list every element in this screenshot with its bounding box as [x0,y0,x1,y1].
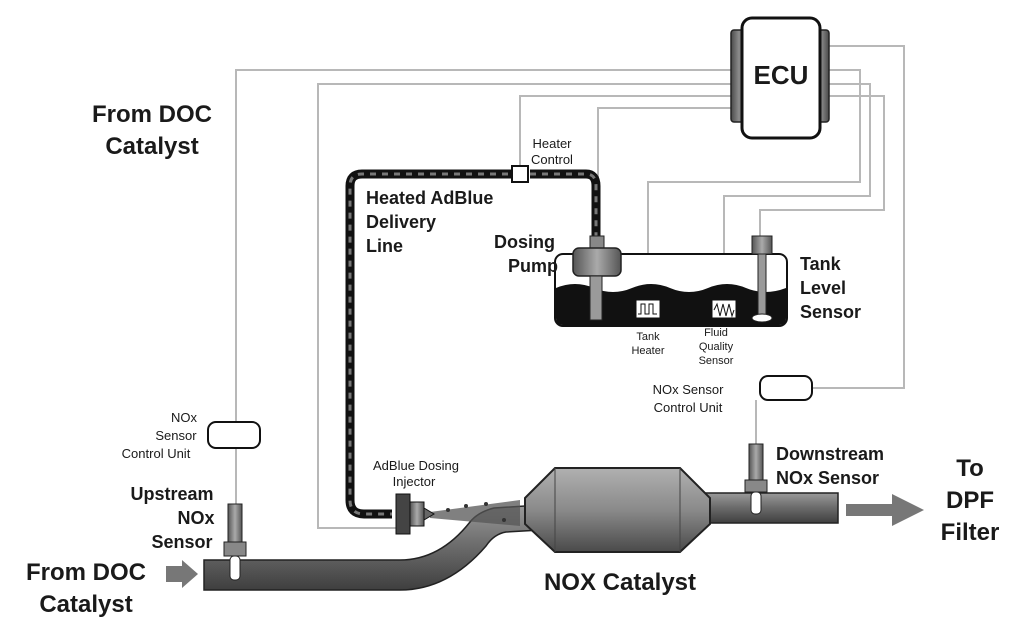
label-delivery-line-3: Line [366,236,403,256]
label-heater-control: Heater [532,136,572,151]
label-nox-ctrl-left-2: Sensor [155,428,197,443]
label-from-doc-top-2: Catalyst [105,133,198,160]
label-from-doc-bottom: From DOC [26,559,146,586]
label-injector-2: Injector [393,474,436,489]
label-from-doc-bottom-2: Catalyst [39,591,132,618]
label-fluid-quality: Fluid [704,327,728,339]
dosing-spray [430,500,520,526]
label-nox-catalyst: NOX Catalyst [544,569,696,596]
label-tank-level-2: Level [800,278,846,298]
label-tank-level-3: Sensor [800,302,861,322]
exhaust-pipe [203,492,839,591]
tank-heater-icon [635,299,661,319]
label-nox-ctrl-left-3: Control Unit [122,446,191,461]
label-upstream-3: Sensor [151,532,212,552]
flow-arrow-icon [166,560,198,588]
label-fluid-quality-3: Sensor [699,355,734,367]
tank-level-sensor-icon [751,235,773,323]
ecu-label: ECU [754,60,809,90]
nox-control-unit-right-icon [759,375,813,401]
fluid-quality-sensor-icon [711,299,737,319]
nox-sensor-icon [223,503,247,581]
heated-delivery-line [345,169,601,519]
label-delivery-line-2: Delivery [366,212,436,232]
nox-catalyst-icon [524,467,711,553]
label-to-dpf-2: DPF [946,487,994,514]
label-upstream: Upstream [130,484,213,504]
dosing-pump-icon [572,235,622,321]
label-downstream: Downstream [776,444,884,464]
label-nox-ctrl-right-2: Control Unit [654,400,723,415]
label-injector: AdBlue Dosing [373,458,459,473]
label-dosing-pump-2: Pump [508,256,558,276]
label-to-dpf: To [956,455,984,482]
label-to-dpf-3: Filter [941,519,1000,546]
label-nox-ctrl-left: NOx [171,410,198,425]
label-from-doc-top: From DOC [92,101,212,128]
label-delivery-line: Heated AdBlue [366,188,493,208]
ecu-icon [730,16,830,140]
downstream-nox-sensor-icon [744,443,768,515]
label-heater-control-2: Control [531,152,573,167]
heater-control-icon [511,165,529,183]
label-tank-heater: Tank [636,331,660,343]
nox-control-unit-icon [207,421,261,449]
label-dosing-pump: Dosing [494,232,555,252]
label-nox-ctrl-right: NOx Sensor [653,382,724,397]
label-downstream-2: NOx Sensor [776,468,879,488]
label-tank-heater-2: Heater [631,345,664,357]
wiring [235,45,905,529]
label-upstream-2: NOx [177,508,214,528]
label-tank-level: Tank [800,254,842,274]
injector-icon [395,493,435,535]
flow-arrow-out-icon [846,494,924,526]
label-fluid-quality-2: Quality [699,341,734,353]
